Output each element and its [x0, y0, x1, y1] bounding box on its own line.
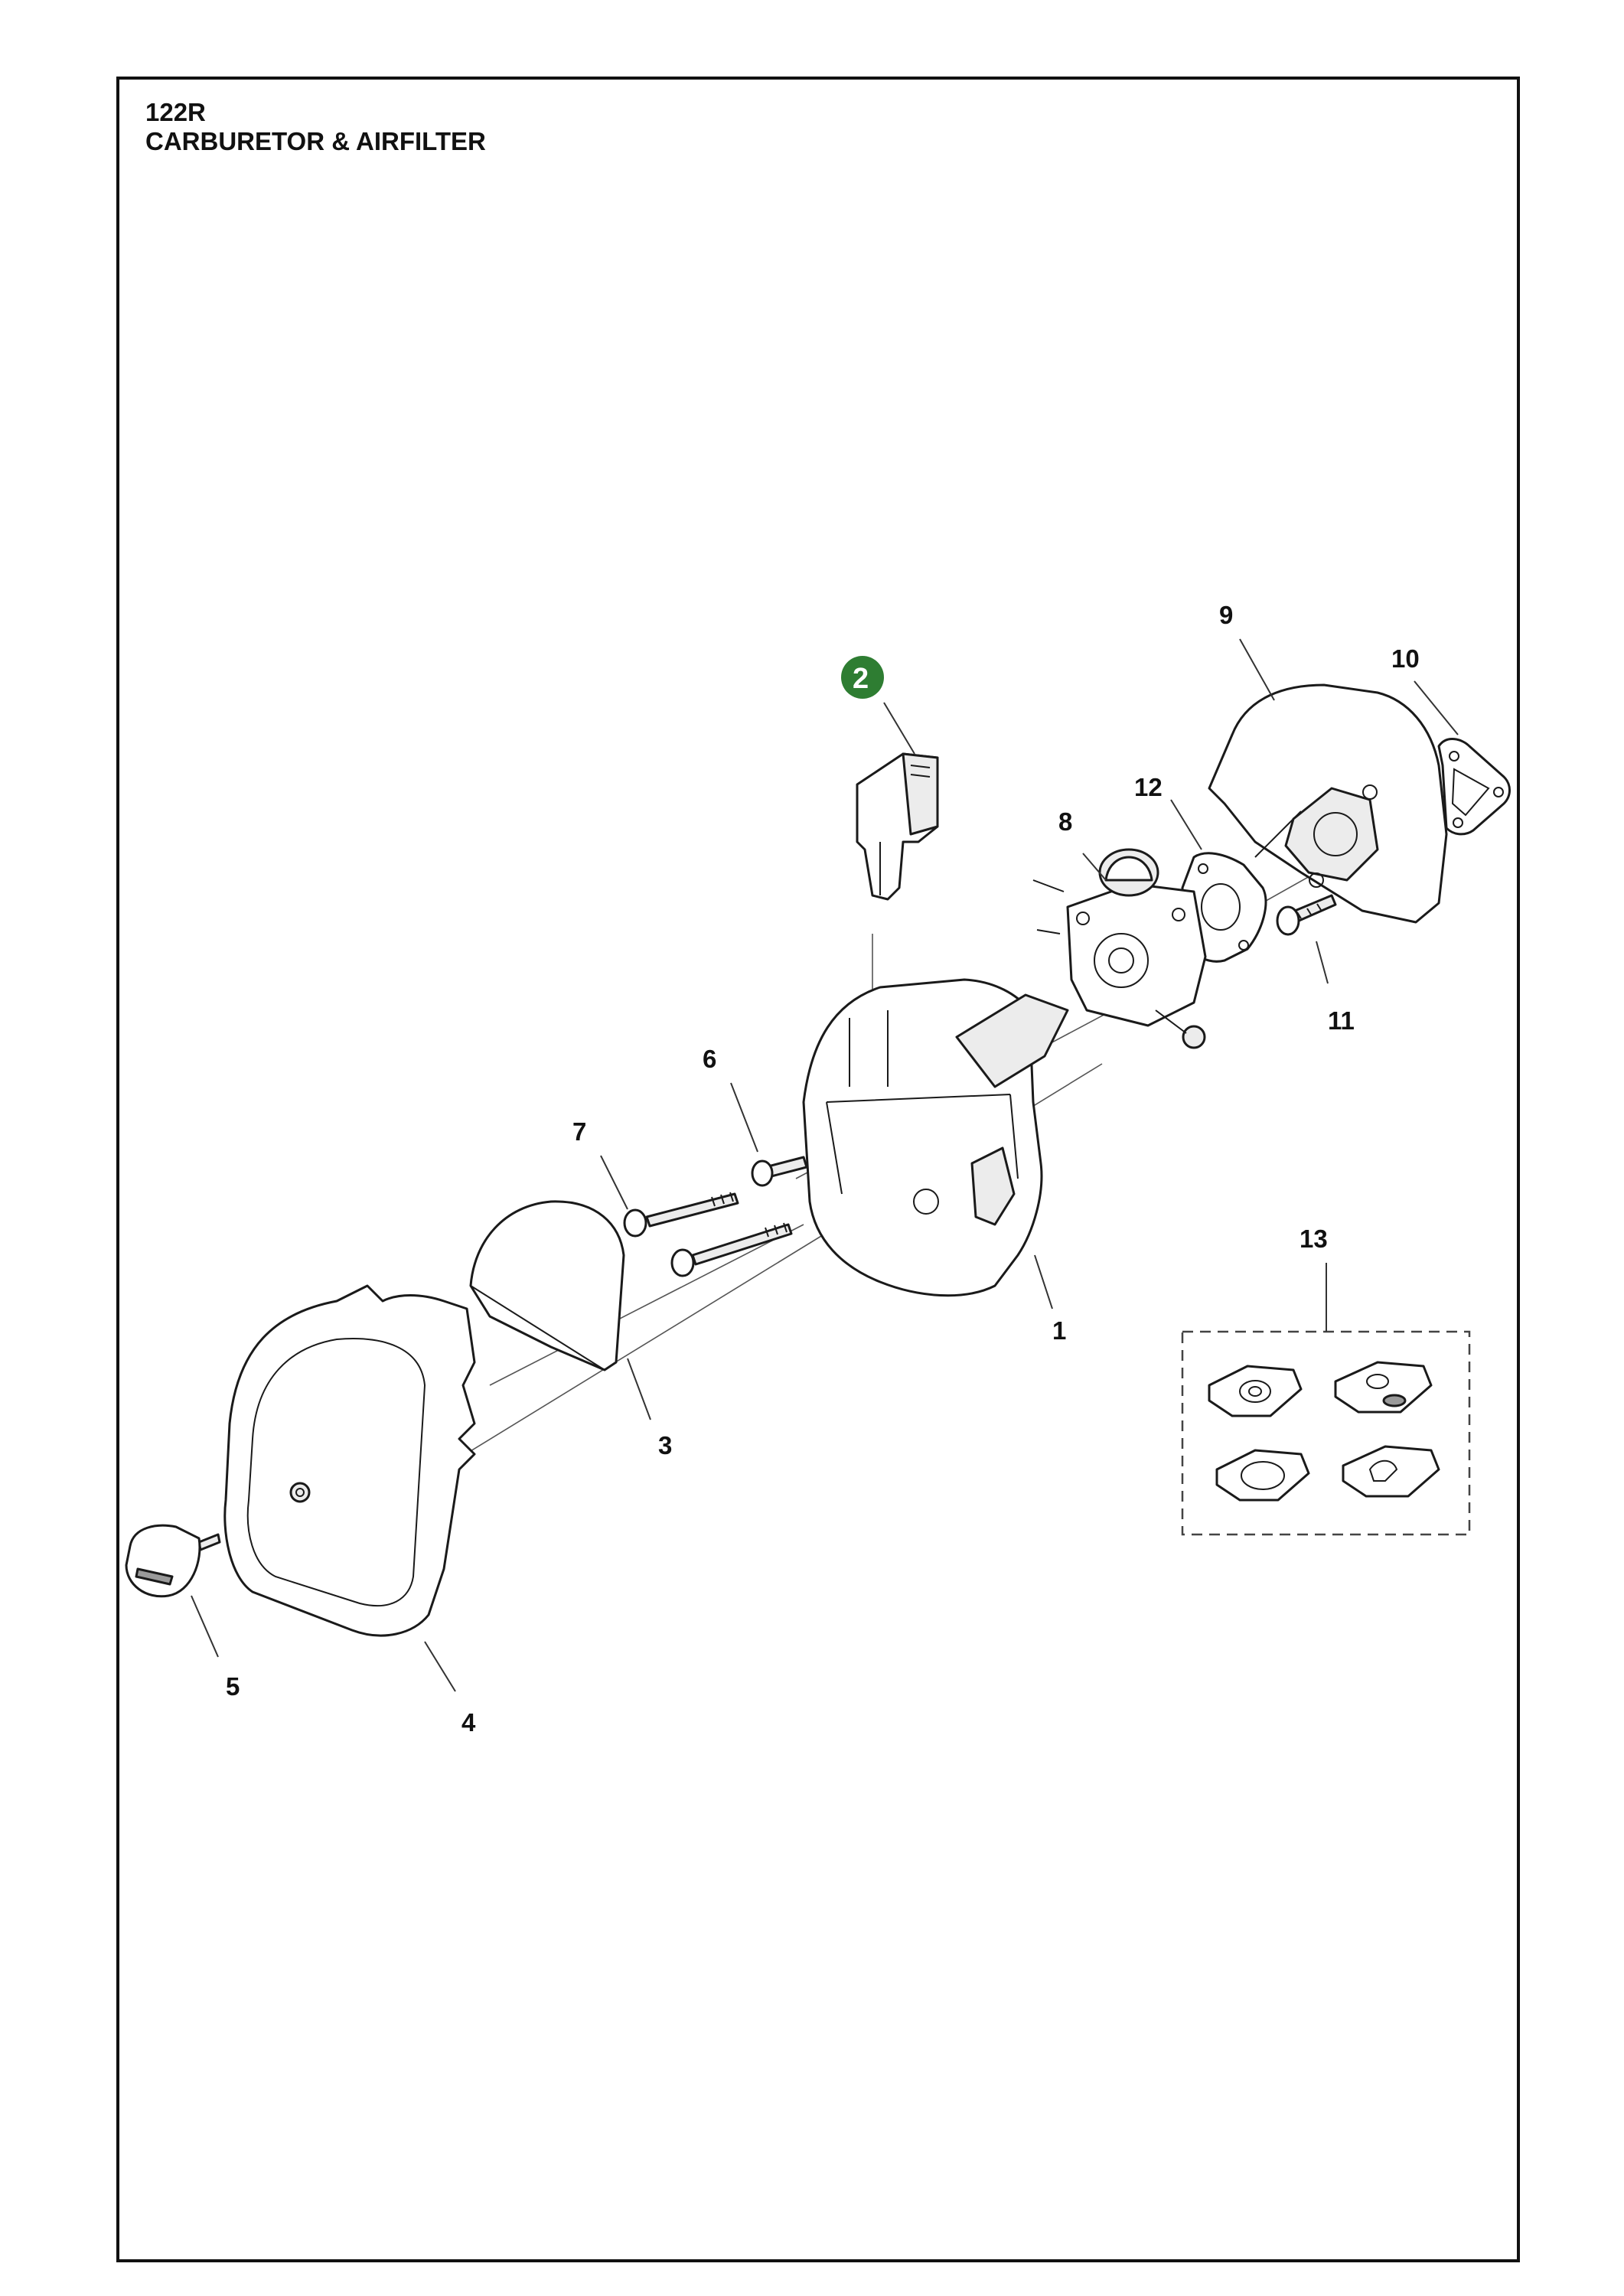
section-title: CARBURETOR & AIRFILTER: [145, 127, 486, 155]
callout-11: 11: [1328, 1006, 1355, 1035]
carburetor-part-8: [1032, 848, 1207, 1049]
screw-part-11: [1276, 894, 1337, 936]
callout-labels: 1 2 3 4 5 6 7 8 9 10 11 12 13: [226, 601, 1420, 1737]
model-number: 122R: [145, 98, 206, 126]
gasket-kit-part-13: [1181, 1330, 1471, 1536]
callout-1: 1: [1052, 1316, 1066, 1345]
gasket-part-10: [1437, 738, 1511, 836]
callout-6: 6: [703, 1045, 716, 1073]
screw-part-7: [623, 1192, 793, 1277]
knob-part-5: [125, 1524, 221, 1598]
bracket-part-2: [856, 752, 939, 901]
callout-10: 10: [1391, 644, 1420, 673]
filter-element-part-3: [469, 1200, 625, 1371]
leader-lines: [191, 638, 1459, 1692]
page-frame: [116, 77, 1520, 2262]
callout-7: 7: [572, 1117, 586, 1146]
callout-3: 3: [658, 1431, 672, 1459]
intake-adapter-part-9: [1208, 683, 1448, 924]
bushing-part-6: [751, 1156, 808, 1187]
callout-9: 9: [1219, 601, 1233, 629]
filter-base-part-1: [802, 978, 1069, 1297]
filter-cover-part-4: [223, 1284, 476, 1637]
callout-13: 13: [1300, 1225, 1328, 1253]
callout-4: 4: [461, 1708, 476, 1737]
callout-12: 12: [1134, 773, 1163, 801]
page-header: 122R CARBURETOR & AIRFILTER: [145, 98, 486, 156]
callout-8: 8: [1058, 807, 1072, 836]
badge-icon: [841, 656, 884, 699]
callout-5: 5: [226, 1672, 240, 1701]
callout-2: 2: [853, 663, 869, 695]
